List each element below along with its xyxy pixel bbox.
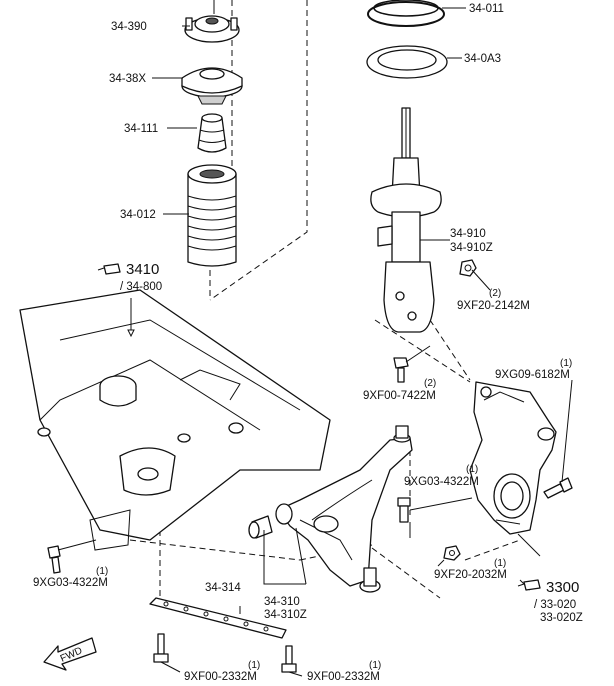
crossmember-bolt-part bbox=[47, 539, 97, 574]
arm-bolt-part bbox=[397, 497, 411, 523]
label-balljoint-nut-qty: (1) bbox=[494, 558, 506, 569]
shock-absorber-part bbox=[370, 107, 442, 333]
label-crossmember-bolt-qty: (1) bbox=[96, 566, 108, 577]
knuckle-bolt-part bbox=[543, 477, 573, 499]
crossmember-part bbox=[19, 289, 331, 551]
strut-nut-part bbox=[459, 259, 477, 277]
label-stay-bolt-1-qty: (1) bbox=[248, 660, 260, 671]
label-coil-spring: 34-011 bbox=[469, 3, 504, 15]
lower-arm-bushing-part bbox=[248, 515, 273, 539]
label-lower-arm: 34-310 bbox=[264, 596, 300, 608]
label-stay: 34-314 bbox=[205, 582, 241, 594]
label-spring-seat-upper: 34-390 bbox=[111, 21, 147, 33]
label-crossmember-bolt: 9XG03-4322M bbox=[33, 577, 108, 589]
label-knuckle-bolt: 9XG09-6182M bbox=[495, 369, 570, 381]
label-crossmember-ref: 3410 bbox=[126, 261, 159, 278]
pointer-icon bbox=[517, 579, 541, 591]
strut-bolt-part bbox=[393, 345, 431, 383]
knuckle-part bbox=[469, 381, 557, 535]
coil-spring-part bbox=[367, 0, 445, 27]
forward-arrow-icon bbox=[43, 637, 97, 671]
label-arm-bolt: 9XG03-4322M bbox=[404, 476, 479, 488]
label-stay-bolt-2-qty: (1) bbox=[369, 660, 381, 671]
label-shock-absorber: 34-910 bbox=[450, 228, 486, 240]
dust-boot-part bbox=[187, 164, 237, 267]
label-strut-bolt-qty: (2) bbox=[424, 378, 436, 389]
label-strut-nut: 9XF20-2142M bbox=[457, 300, 530, 312]
label-fwd: FWD bbox=[59, 645, 84, 664]
label-crossmember-sub: / 34-800 bbox=[120, 281, 162, 293]
pointer-icon bbox=[97, 263, 121, 275]
label-mount-rubber: 34-38X bbox=[109, 73, 146, 85]
label-knuckle-bolt-qty: (1) bbox=[560, 358, 572, 369]
mount-rubber-part bbox=[181, 67, 243, 105]
leader-lines bbox=[127, 7, 573, 677]
label-bound-stopper: 34-111 bbox=[124, 123, 158, 135]
lower-arm-part bbox=[275, 425, 413, 593]
label-strut-bolt: 9XF00-7422M bbox=[363, 390, 436, 402]
label-knuckle-alt: 33-020Z bbox=[540, 612, 583, 624]
label-spring-seat-lower: 34-0A3 bbox=[464, 53, 501, 65]
stay-bolt-1-part bbox=[153, 633, 169, 663]
stay-part bbox=[149, 597, 287, 639]
label-stay-bolt-2: 9XF00-2332M bbox=[307, 671, 380, 681]
balljoint-nut-part bbox=[443, 545, 461, 561]
label-arm-bolt-qty: (1) bbox=[466, 464, 478, 475]
spring-seat-upper-part bbox=[184, 0, 240, 43]
label-balljoint-nut: 9XF20-2032M bbox=[434, 569, 507, 581]
spring-seat-lower-part bbox=[366, 45, 448, 79]
label-stay-bolt-1: 9XF00-2332M bbox=[184, 671, 257, 681]
bound-stopper-part bbox=[197, 113, 227, 153]
label-lower-arm-alt: 34-310Z bbox=[264, 609, 307, 621]
label-dust-boot: 34-012 bbox=[120, 209, 156, 221]
label-shock-absorber-alt: 34-910Z bbox=[450, 242, 493, 254]
label-knuckle-sub: / 33-020 bbox=[534, 599, 576, 611]
label-knuckle-ref: 3300 bbox=[546, 579, 579, 596]
label-strut-nut-qty: (2) bbox=[489, 288, 501, 299]
labels: 34-390 34-38X 34-111 34-012 34-011 34-0A… bbox=[33, 3, 583, 683]
stay-bolt-2-part bbox=[281, 645, 297, 673]
